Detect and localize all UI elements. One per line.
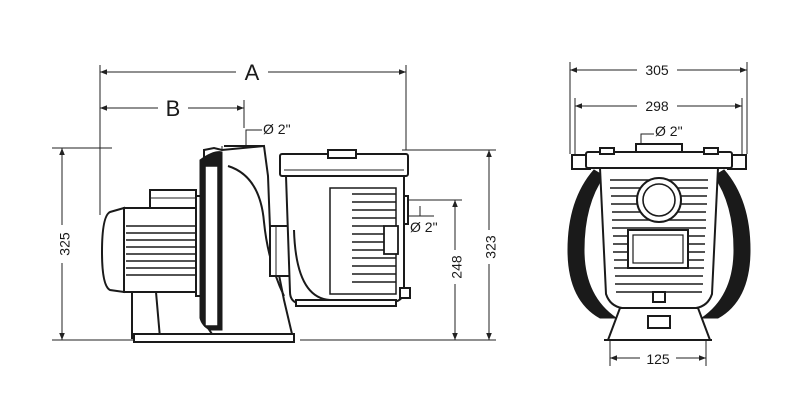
outlet-diameter-label: Ø 2" [263,121,291,137]
dimension-b-label: B [166,96,181,121]
dimension-height-inlet: 248 [400,199,465,340]
width-inner-label: 298 [645,98,669,114]
dimension-width-outer: 305 [569,61,748,154]
side-view: A B Ø 2" 325 Ø 2" [52,60,499,343]
dimension-a: A [99,60,407,215]
pump-front-body [567,143,751,341]
width-outer-label: 305 [645,62,669,78]
dimension-height-basket: 323 [300,149,499,341]
dimension-b: B [100,96,245,128]
inlet-diameter-leader: Ø 2" [404,206,438,235]
height-total-label: 325 [57,232,73,256]
dimension-height-total: 325 [52,147,134,341]
front-view: 305 298 Ø 2" 125 [567,61,751,367]
dimension-base-width: 125 [609,340,707,367]
dimension-a-label: A [245,60,260,85]
base-width-label: 125 [646,351,670,367]
height-inlet-label: 248 [449,255,465,279]
inlet-diameter-label: Ø 2" [410,219,438,235]
height-basket-label: 323 [483,235,499,259]
front-outlet-diameter-label: Ø 2" [655,123,683,139]
outlet-diameter-leader: Ø 2" [245,121,291,146]
dimension-width-inner: 298 [574,97,743,154]
pump-side-body [100,144,411,343]
